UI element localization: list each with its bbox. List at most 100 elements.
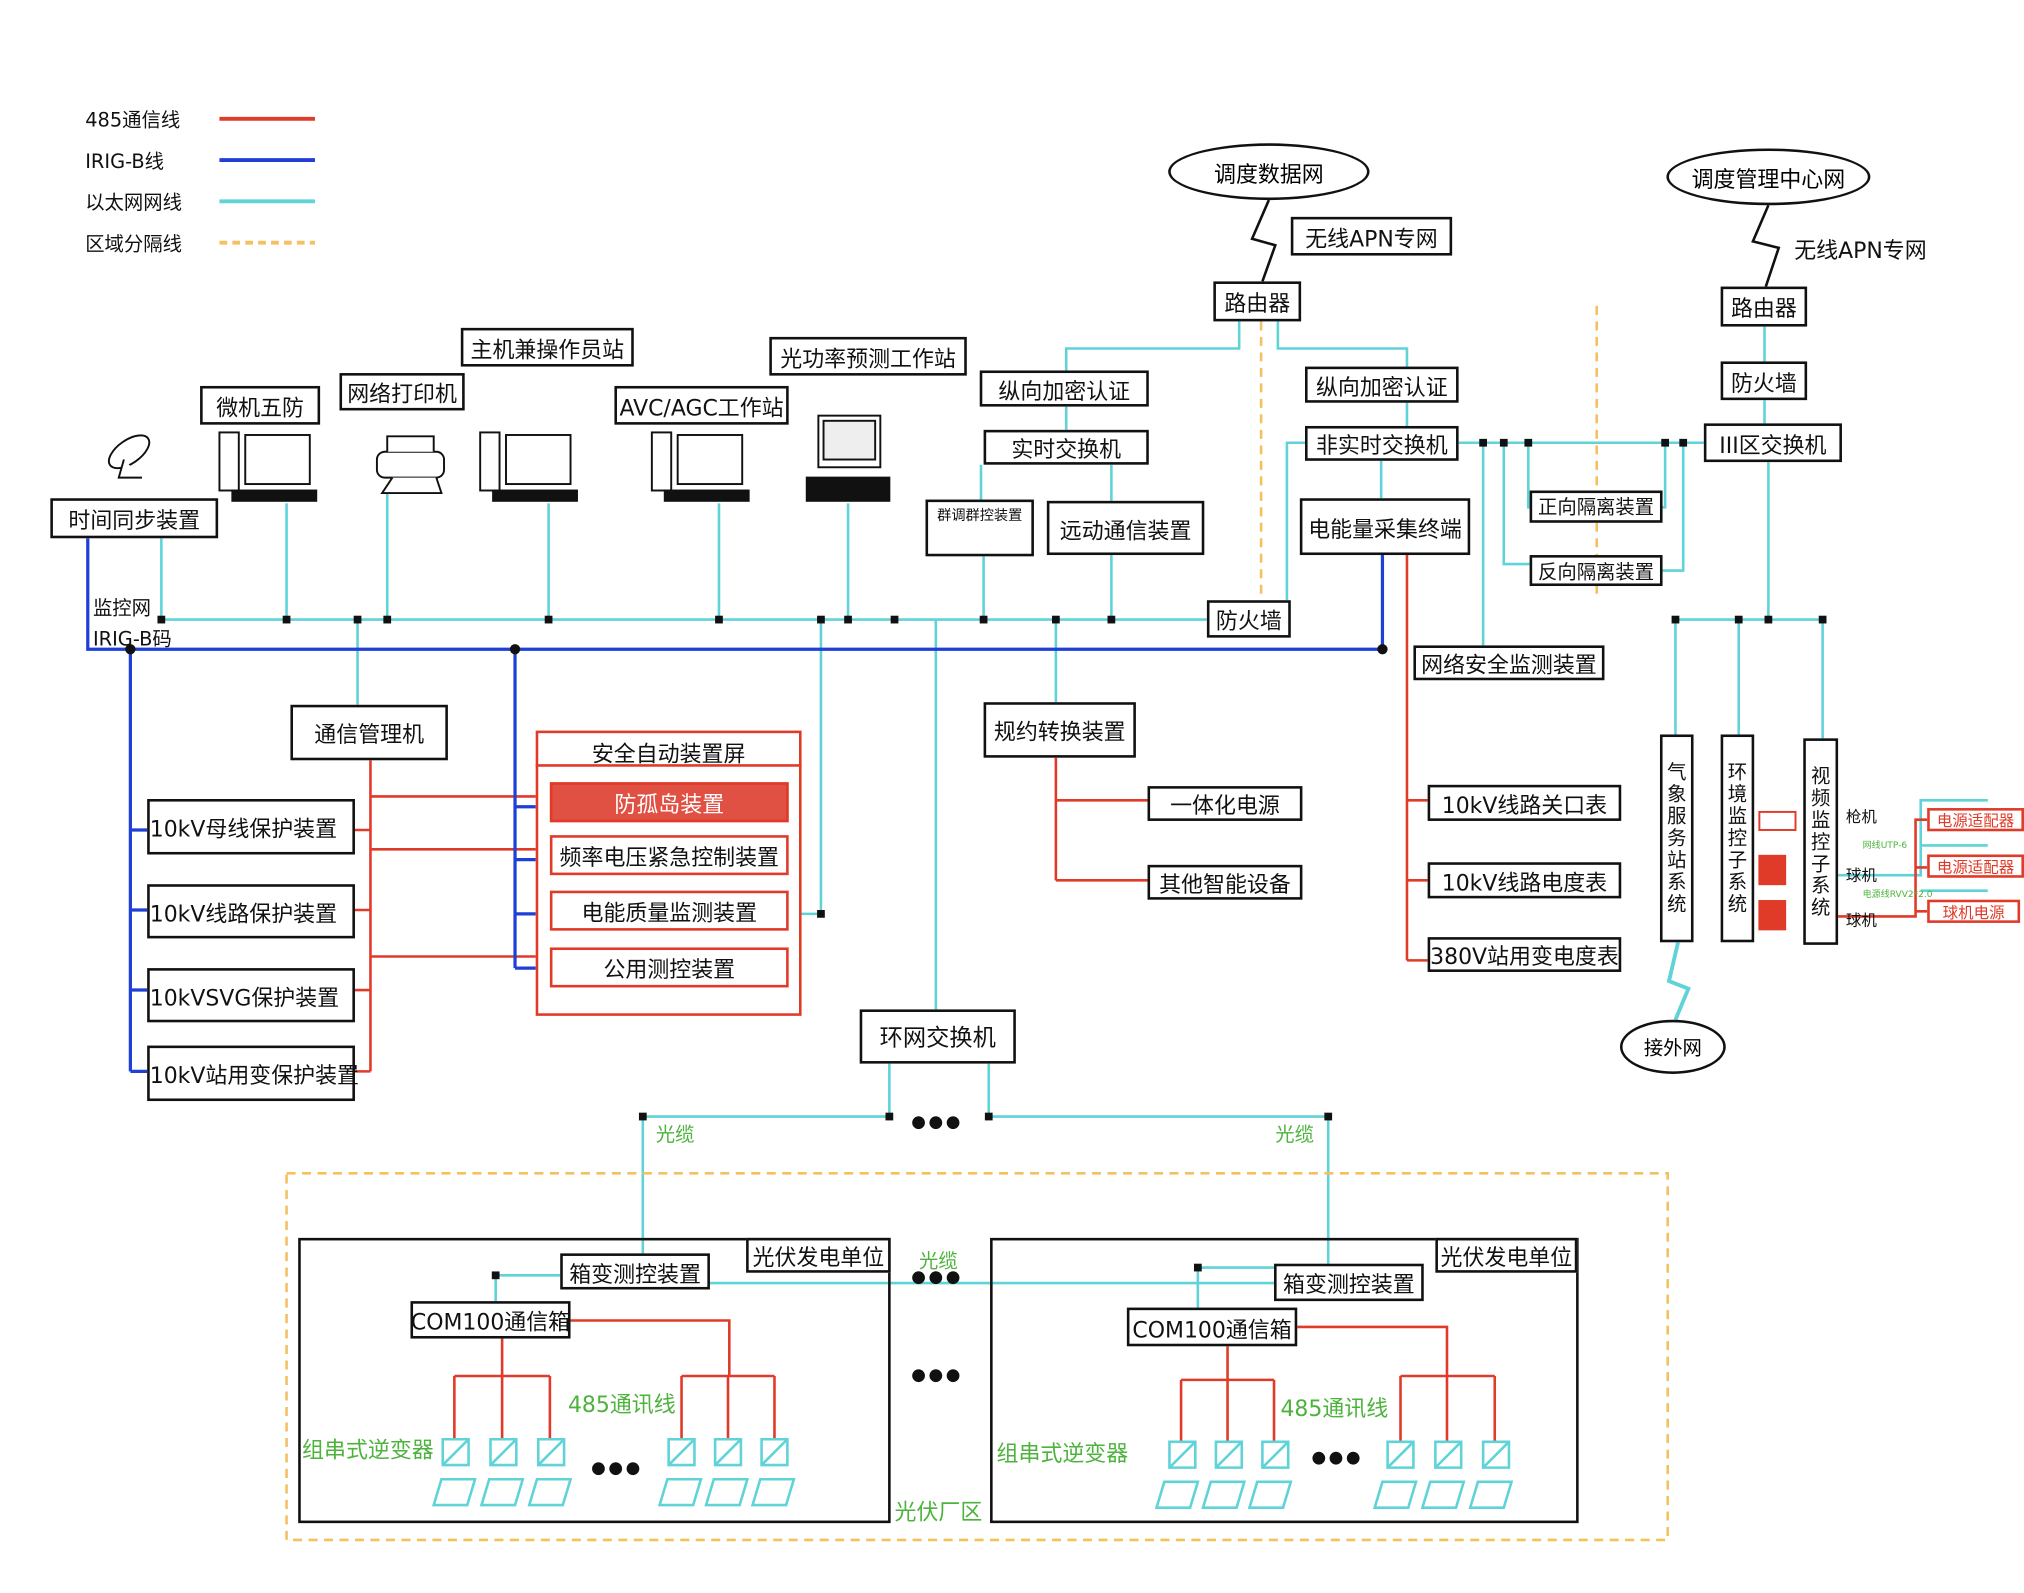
svg-protection: 10kVSVG保护装置 <box>147 968 355 1023</box>
vertical-encryption-nrt: 纵向加密认证 <box>1304 366 1459 403</box>
fiber-label: 光缆 <box>919 1249 958 1273</box>
dome-camera-power: 球机电源 <box>1927 899 2021 923</box>
printer-icon <box>375 435 446 495</box>
environment-monitor-system: 环境监控子系统 <box>1720 734 1755 943</box>
more-dots: ●●● <box>1311 1448 1364 1468</box>
comm-manager: 通信管理机 <box>290 704 448 761</box>
power-adapter: 电源适配器 <box>1927 808 2024 832</box>
utp-cable-label: 网线UTP-6 <box>1862 840 1908 851</box>
box-transformer-controller: 箱变测控装置 <box>560 1253 710 1290</box>
panel-divider <box>535 764 802 767</box>
more-dots: ●●● <box>911 1365 963 1386</box>
realtime-switch: 实时交换机 <box>983 429 1149 465</box>
line-protection: 10kV线路保护装置 <box>147 884 355 939</box>
reverse-isolation: 反向隔离装置 <box>1529 555 1663 587</box>
satellite-dish-icon <box>107 434 151 479</box>
rs485-label: 485通讯线 <box>1280 1396 1389 1423</box>
forward-isolation: 正向隔离装置 <box>1529 490 1663 523</box>
group-control-device: 群调群控装置 <box>925 499 1034 557</box>
pv-unit-title: 光伏发电单位 <box>746 1237 891 1273</box>
legend-485: 485通信线 <box>85 108 181 132</box>
firewall-zone2: 防火墙 <box>1206 600 1291 638</box>
more-dots: ●●● <box>911 1267 963 1287</box>
dome-camera-label: 球机 <box>1845 866 1877 885</box>
video-monitor-system: 视频监控子系统 <box>1803 738 1839 945</box>
gun-camera-label: 枪机 <box>1845 808 1877 827</box>
device-icons <box>107 414 1797 1509</box>
pv-unit-right <box>990 1237 1579 1524</box>
power-quality-monitor: 电能质量监测装置 <box>549 890 789 931</box>
com100-box: COM100通信箱 <box>1126 1307 1298 1347</box>
bus-protection: 10kV母线保护装置 <box>147 799 355 855</box>
other-smart-devices: 其他智能设备 <box>1147 864 1303 900</box>
dome-camera-icon <box>1758 854 1787 931</box>
inverter-icons <box>441 1437 1511 1469</box>
power-cable-label: 电源线RVV2*2.0 <box>1862 889 1933 900</box>
legend-irigb: IRIG-B线 <box>85 149 165 173</box>
box-transformer-controller: 箱变测控装置 <box>1274 1263 1424 1302</box>
dispatch-mgmt-network: 调度管理中心网 <box>1666 148 1871 206</box>
inverter-label: 组串式逆变器 <box>996 1441 1129 1468</box>
rs485-label: 485通讯线 <box>567 1392 676 1419</box>
irigb-lines <box>86 538 1385 1073</box>
computer-icon <box>479 431 578 502</box>
more-dots: ●●● <box>591 1458 643 1478</box>
line-energy-meter: 10kV线路电度表 <box>1427 862 1622 899</box>
pv-unit-left <box>298 1237 891 1524</box>
zone-separator-lines <box>285 305 1670 1542</box>
irigb-label: IRIG-B码 <box>92 627 172 651</box>
power-forecast-workstation: 光功率预测工作站 <box>769 336 967 376</box>
wireless-links <box>1250 199 1781 1021</box>
station-transformer-protection: 10kV站用变保护装置 <box>147 1045 359 1102</box>
protocol-converter: 规约转换装置 <box>983 702 1136 758</box>
station-energy-meter: 380V站用变电度表 <box>1427 937 1622 972</box>
host-operator-station: 主机兼操作员站 <box>460 327 634 367</box>
inverter-label: 组串式逆变器 <box>302 1437 434 1464</box>
connection-nodes <box>125 438 1827 1280</box>
freq-volt-emergency-control: 频率电压紧急控制装置 <box>549 835 789 876</box>
weather-station-system: 气象服务站系统 <box>1659 734 1694 943</box>
five-prevention: 微机五防 <box>200 385 321 425</box>
fiber-label: 光缆 <box>1275 1122 1315 1147</box>
network-printer: 网络打印机 <box>339 373 465 411</box>
apn-box: 无线APN专网 <box>1290 216 1453 256</box>
legend-lines <box>219 116 315 245</box>
time-sync-device: 时间同步装置 <box>50 498 219 539</box>
dome-camera-label: 球机 <box>1845 911 1877 930</box>
telecontrol-device: 远动通信装置 <box>1046 500 1205 556</box>
legend-zone: 区域分隔线 <box>85 232 183 256</box>
common-measure-control: 公用测控装置 <box>549 947 789 988</box>
gun-camera-icon <box>1758 810 1797 831</box>
firewall-zone3: 防火墙 <box>1720 361 1808 401</box>
gateway-meter: 10kV线路关口表 <box>1427 784 1622 821</box>
vertical-encryption-rt: 纵向加密认证 <box>979 370 1149 407</box>
energy-collection-terminal: 电能量采集终端 <box>1299 498 1471 556</box>
rs485-lines <box>354 555 1928 1442</box>
network-security-monitor: 网络安全监测装置 <box>1413 645 1605 681</box>
avc-agc-workstation: AVC/AGC工作站 <box>614 385 789 425</box>
dispatch-data-network: 调度数据网 <box>1168 143 1370 201</box>
more-dots: ●●● <box>911 1112 963 1133</box>
power-adapter: 电源适配器 <box>1927 854 2024 878</box>
fiber-label: 光缆 <box>655 1122 695 1147</box>
anti-islanding-device: 防孤岛装置 <box>549 782 789 823</box>
solar-panel-icons <box>431 1477 1514 1509</box>
zone3-switch: III区交换机 <box>1703 423 1842 463</box>
router-zone2: 路由器 <box>1213 281 1302 322</box>
computer-icon <box>218 431 318 502</box>
ring-network-switch: 环网交换机 <box>859 1009 1016 1064</box>
monitor-network-label: 监控网 <box>92 596 152 620</box>
legend-ethernet: 以太网网线 <box>85 191 183 215</box>
apn-label: 无线APN专网 <box>1794 238 1927 265</box>
integrated-power-supply: 一体化电源 <box>1147 786 1303 821</box>
workstation-icon <box>805 414 891 502</box>
pv-plant-zone-label: 光伏厂区 <box>894 1499 983 1526</box>
non-realtime-switch: 非实时交换机 <box>1304 425 1459 461</box>
router-zone3: 路由器 <box>1720 286 1808 327</box>
external-network-cloud: 接外网 <box>1619 1019 1726 1074</box>
pv-unit-title: 光伏发电单位 <box>1435 1237 1578 1273</box>
computer-icon <box>650 431 750 502</box>
com100-box: COM100通信箱 <box>410 1301 571 1339</box>
